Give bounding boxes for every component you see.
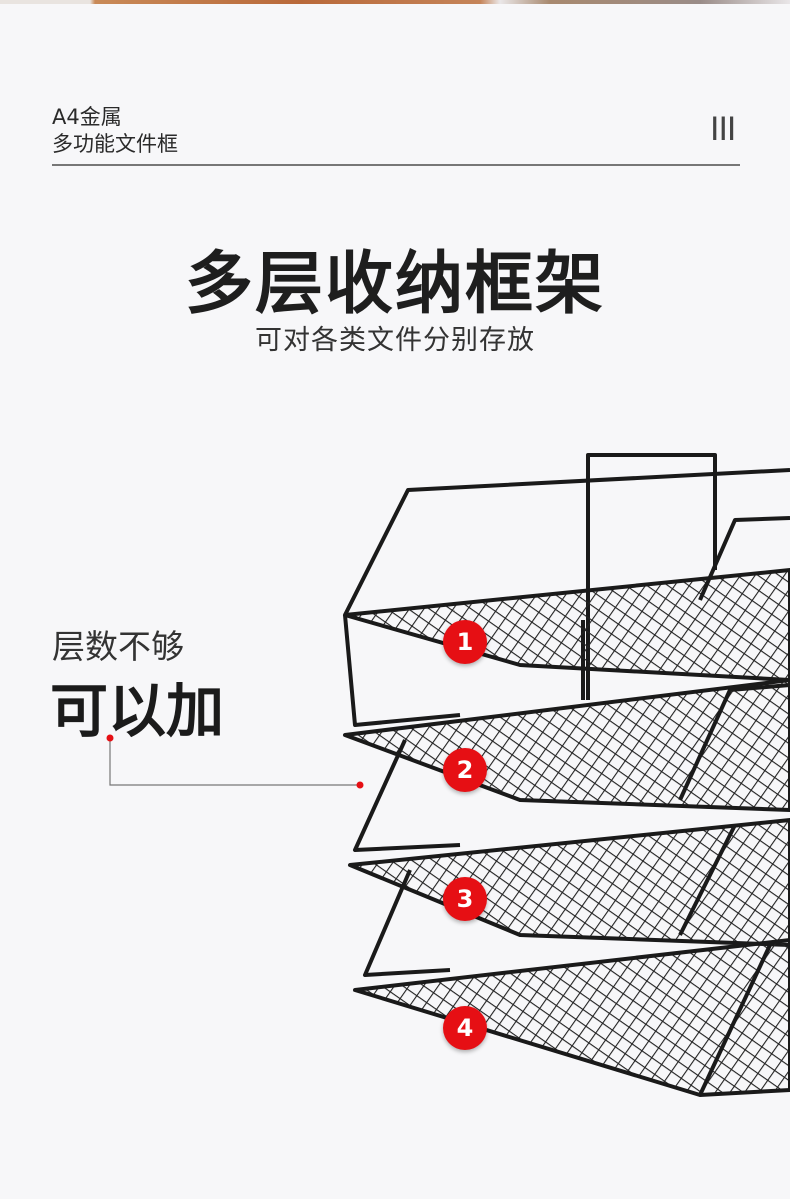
callout-line2: 可以加 [50,677,225,745]
section-marker: III [710,110,736,148]
product-label-line2: 多功能文件框 [52,132,178,156]
tier-badge-1: 1 [443,620,487,664]
tier-badge-4: 4 [443,1006,487,1050]
product-label-line1: A4金属 [52,105,122,129]
page-subtitle: 可对各类文件分别存放 [255,325,535,356]
top-photo-strip [0,0,790,4]
header-divider [52,164,740,166]
tier-badge-3: 3 [443,877,487,921]
tier-badge-2: 2 [443,748,487,792]
page-title: 多层收纳框架 [184,245,605,324]
callout-line1: 层数不够 [52,627,184,666]
callout-connector [109,738,360,786]
